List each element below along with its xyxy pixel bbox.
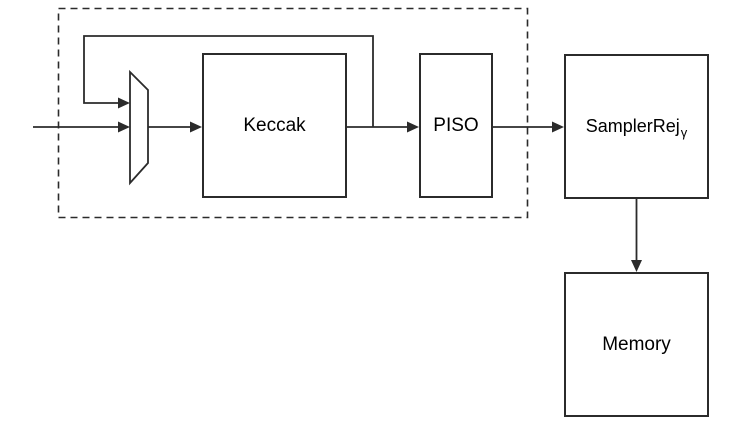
piso-label: PISO xyxy=(433,114,479,136)
piso-to-sampler-arrowhead-icon xyxy=(552,121,564,133)
feedback-arrowhead-icon xyxy=(118,97,130,109)
piso-block: PISO xyxy=(419,53,493,198)
memory-label: Memory xyxy=(602,333,671,355)
feedback-line xyxy=(83,35,374,127)
input-arrowhead-icon xyxy=(118,121,130,133)
mux-to-keccak-arrowhead-icon xyxy=(190,121,202,133)
sampler-rej-subscript: γ xyxy=(680,125,688,140)
memory-block: Memory xyxy=(564,272,709,417)
keccak-label: Keccak xyxy=(243,114,306,136)
keccak-block: Keccak xyxy=(202,53,347,198)
mux-shape xyxy=(129,69,149,186)
dashed-boundary xyxy=(57,7,529,219)
sampler-to-memory-arrowhead-icon xyxy=(631,260,642,272)
sampler-rej-block: SamplerRejγ xyxy=(564,54,709,199)
keccak-to-piso-arrowhead-icon xyxy=(407,121,419,133)
sampler-rej-label: SamplerRejγ xyxy=(585,116,688,140)
